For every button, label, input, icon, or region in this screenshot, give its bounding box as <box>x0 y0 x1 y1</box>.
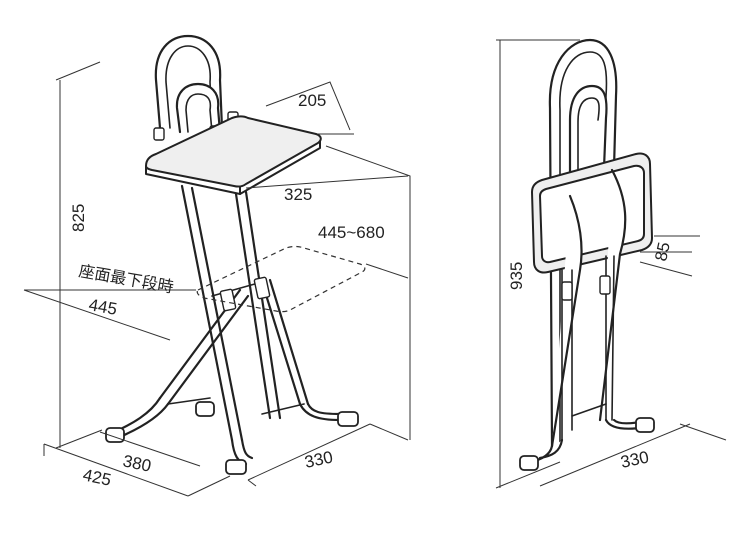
lowest-seat-outline <box>196 245 366 313</box>
min-seat-height-caption: 座面最下段時 <box>77 261 175 296</box>
height-lock-right <box>253 276 271 300</box>
folded-foot-right <box>604 418 642 430</box>
base-depth-outer-label: 425 <box>81 465 113 489</box>
unfolded-stool: 205 325 445~680 825 座面最下段時 445 380 425 3… <box>23 34 411 497</box>
cross-brace-lower <box>167 397 305 415</box>
height-lock-left <box>219 288 237 312</box>
folded-foot-cap-right <box>635 417 655 433</box>
folded-stool: 935 85 330 <box>495 38 727 489</box>
min-seat-height-label: 445 <box>87 295 118 319</box>
backrest-loop-inner-inner <box>185 93 213 133</box>
folded-brace <box>571 403 607 417</box>
front-leg-right <box>260 278 310 406</box>
rear-leg-right <box>234 190 282 420</box>
overall-height-label: 825 <box>69 204 88 232</box>
seat-depth-label: 205 <box>298 91 326 110</box>
hinge-block-left <box>153 127 165 141</box>
foot-cap-right <box>337 411 359 427</box>
seat-height-range-label: 445~680 <box>318 223 385 242</box>
folded-lock-right <box>599 275 611 295</box>
base-width-label-left: 330 <box>303 447 335 471</box>
foot-rail-back <box>298 402 342 422</box>
folded-height-label: 935 <box>507 262 526 290</box>
rear-leg-left <box>180 184 244 442</box>
folded-lock-left <box>561 281 573 301</box>
seat-width-label: 325 <box>284 185 312 204</box>
foot-cap-mid <box>195 401 215 417</box>
folded-leg-left <box>550 194 583 448</box>
dimension-lines-left <box>23 61 411 497</box>
folded-foot-cap-left <box>519 455 539 471</box>
foot-cap-front <box>225 459 247 475</box>
folded-depth-label: 85 <box>651 240 674 262</box>
base-depth-inner-label: 380 <box>121 451 153 475</box>
dimension-lines-right <box>495 39 727 489</box>
seat-top <box>145 115 322 188</box>
